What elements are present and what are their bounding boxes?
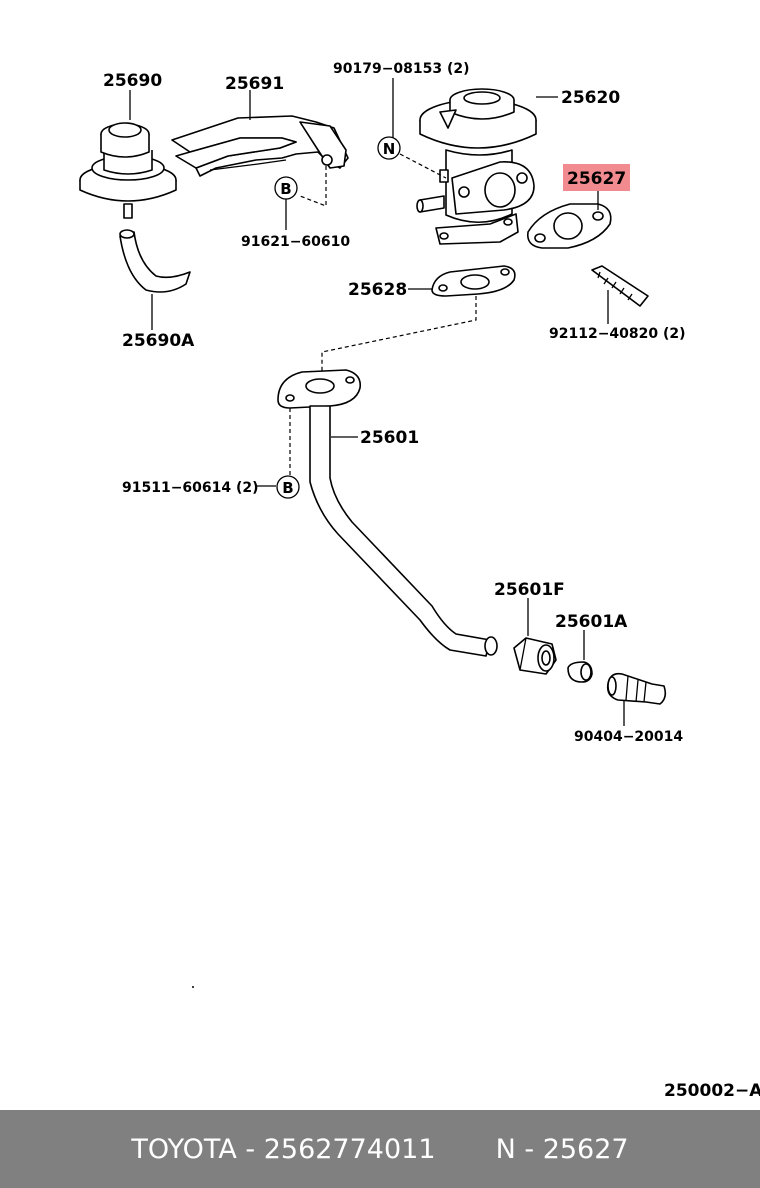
footer-gap (436, 1134, 496, 1165)
svg-text:N: N (383, 140, 396, 158)
svg-text:B: B (282, 479, 293, 497)
callout-b-91621: B (274, 176, 298, 200)
part-92112[interactable] (591, 265, 649, 307)
footer-separator: - (236, 1133, 264, 1165)
part-25601[interactable] (277, 369, 498, 657)
footer-code: N - 25627 (495, 1133, 629, 1165)
part-25601f[interactable] (513, 637, 557, 675)
footer-brand: TOYOTA (131, 1133, 237, 1165)
part-25690a[interactable] (119, 229, 191, 293)
label-25627[interactable]: 25627 (567, 169, 626, 189)
part-25620[interactable] (416, 88, 537, 245)
label-25690a[interactable]: 25690A (122, 331, 195, 351)
label-25601f[interactable]: 25601F (494, 580, 565, 600)
part-25627[interactable] (526, 203, 612, 249)
part-25601a[interactable] (567, 661, 593, 683)
label-91621-60610[interactable]: 91621−60610 (241, 234, 350, 250)
footer-part-number: 2562774011 (263, 1133, 436, 1165)
highlight-box (563, 164, 630, 191)
svg-text:B: B (280, 180, 291, 198)
label-25628[interactable]: 25628 (348, 280, 407, 300)
part-25691[interactable] (171, 115, 349, 177)
parts-diagram: N B B 25690 25691 90179−08153 (2) 25620 … (79, 61, 760, 1101)
label-25620[interactable]: 25620 (561, 88, 620, 108)
label-25690[interactable]: 25690 (103, 71, 162, 91)
figure-code: 250002−A (664, 1081, 760, 1101)
label-92112-40820[interactable]: 92112−40820 (2) (549, 326, 686, 342)
label-90404-20014[interactable]: 90404−20014 (574, 729, 683, 745)
callout-n: N (377, 136, 401, 160)
label-90179-08153[interactable]: 90179−08153 (2) (333, 61, 470, 77)
part-90404[interactable] (606, 672, 667, 705)
label-91511-60614[interactable]: 91511−60614 (2) (122, 480, 259, 496)
label-25601[interactable]: 25601 (360, 428, 419, 448)
footer-bar: TOYOTA - 2562774011 N - 25627 (0, 1110, 760, 1188)
label-25601a[interactable]: 25601A (555, 612, 628, 632)
part-25628[interactable] (431, 265, 516, 297)
label-25691[interactable]: 25691 (225, 74, 284, 94)
part-25690[interactable] (79, 122, 177, 219)
callout-b-91511: B (276, 475, 300, 499)
